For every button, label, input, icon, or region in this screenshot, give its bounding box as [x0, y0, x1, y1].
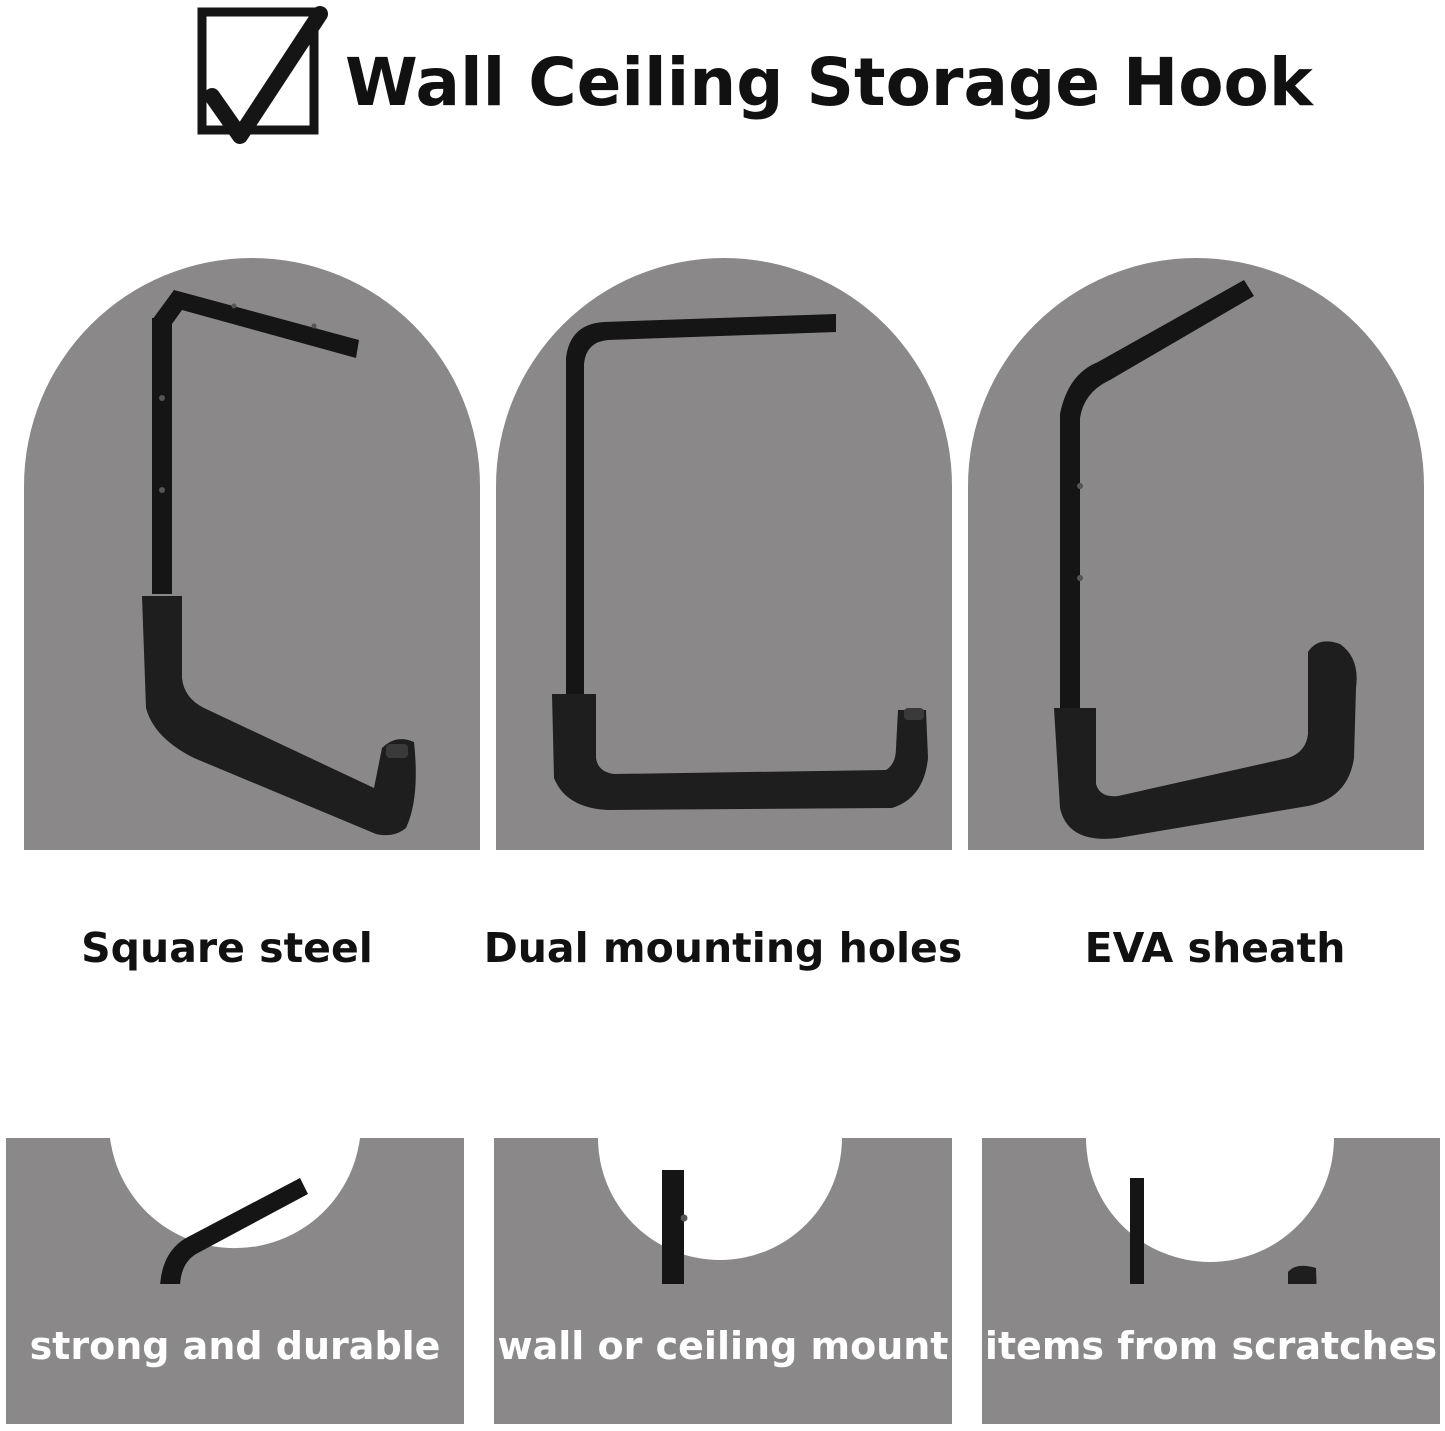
hook-icon [662, 1170, 688, 1284]
hook-icon [552, 314, 928, 810]
hook-icon [160, 1178, 308, 1284]
product-view-2 [496, 258, 952, 850]
feature-label-square-steel: Square steel [81, 924, 373, 972]
product-view-1 [24, 258, 480, 850]
hook-icon [1130, 1178, 1317, 1284]
caption-items-from-scratches: items from scratches [984, 1324, 1438, 1368]
feature-label-eva-sheath: EVA sheath [1084, 924, 1346, 972]
detail-panel-3: items from scratches [982, 1138, 1440, 1424]
checkbox-check-icon [197, 6, 328, 144]
detail-panel-2: wall or ceiling mount [494, 1138, 952, 1424]
page-title: Wall Ceiling Storage Hook [345, 44, 1313, 121]
caption-wall-or-ceiling-mount: wall or ceiling mount [497, 1324, 949, 1368]
detail-panel-1: strong and durable [6, 1138, 464, 1424]
product-view-3 [968, 258, 1424, 850]
header: Wall Ceiling Storage Hook [0, 0, 1445, 170]
hook-icon [142, 290, 416, 836]
feature-label-dual-mounting-holes: Dual mounting holes [483, 924, 963, 972]
caption-strong-and-durable: strong and durable [29, 1324, 441, 1368]
hook-icon [1054, 280, 1357, 839]
